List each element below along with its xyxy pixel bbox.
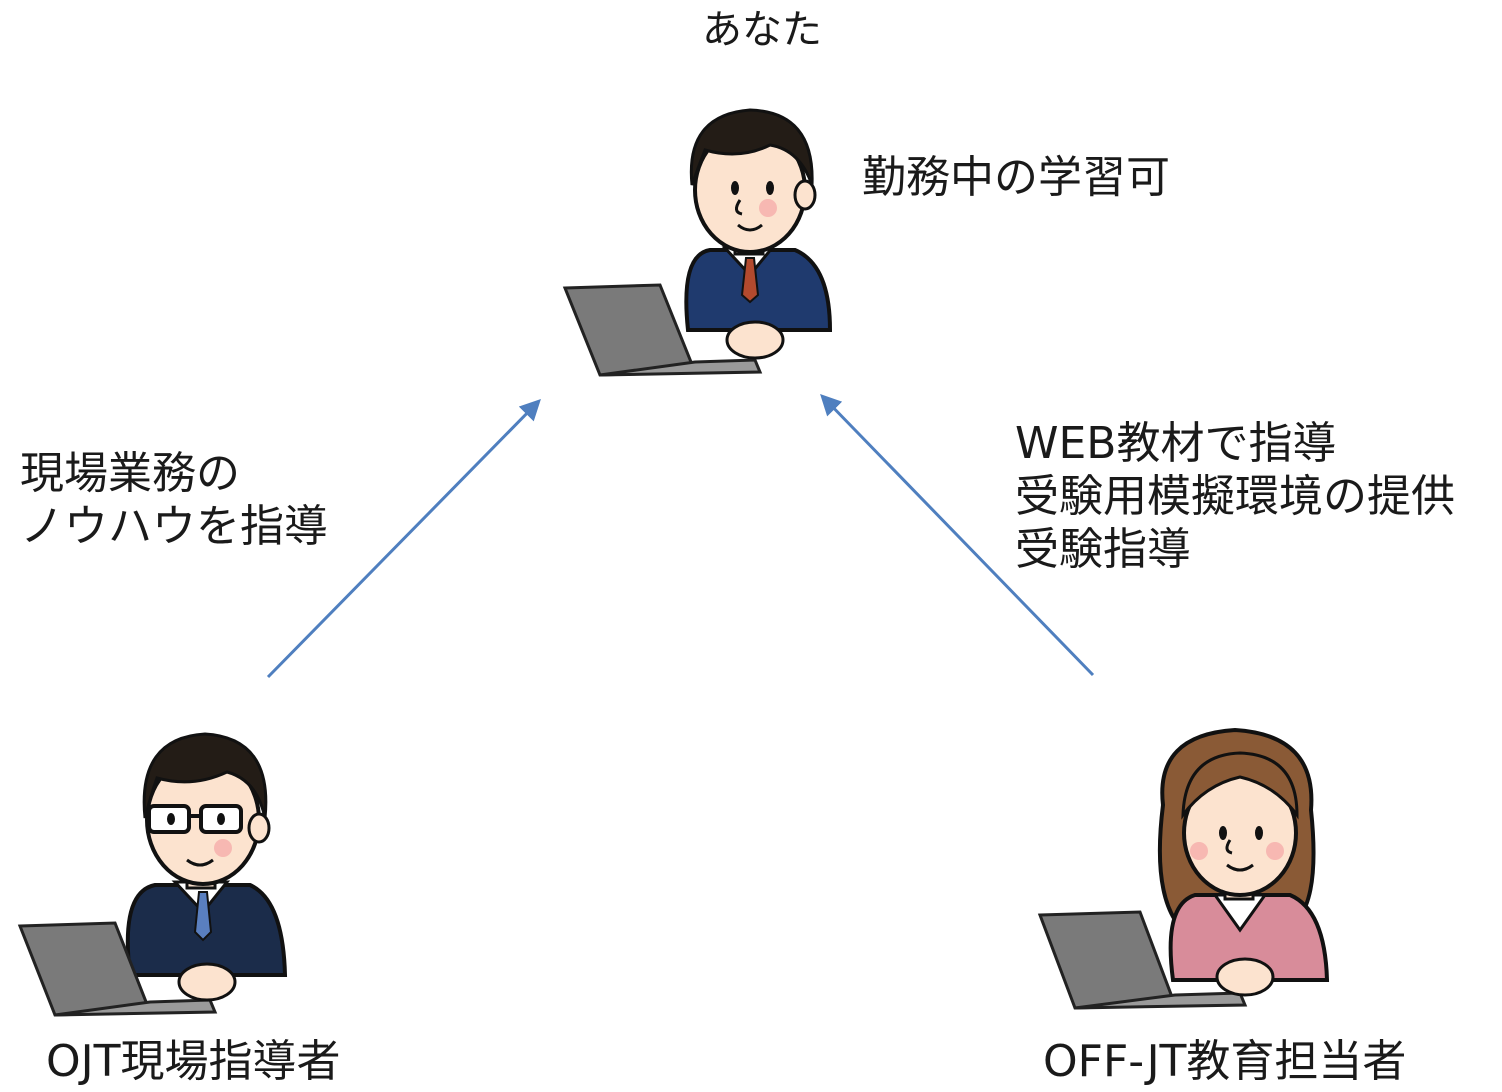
offjt-name-label: OFF-JT教育担当者 — [1043, 1036, 1407, 1087]
ojt-role-line-1: 現場業務の — [20, 448, 240, 499]
office-worker-laptop-icon — [562, 108, 833, 377]
ojt-name-label: OJT現場指導者 — [46, 1036, 341, 1087]
ojt-role-line-2: ノウハウを指導 — [20, 500, 328, 552]
female-worker-laptop-icon — [1037, 727, 1330, 1010]
arrow-offjt-to-you — [820, 393, 1095, 677]
you-note-label: 勤務中の学習可 — [862, 152, 1170, 203]
offjt-role-line-2: 受験用模擬環境の提供 — [1015, 470, 1455, 522]
offjt-role-line-1: WEB教材で指導 — [1015, 418, 1337, 469]
ojt-role-label: 現場業務の ノウハウを指導 — [20, 448, 328, 554]
office-worker-glasses-laptop-icon — [17, 732, 288, 1017]
offjt-role-line-3: 受験指導 — [1015, 523, 1191, 575]
arrow-ojt-to-you — [266, 399, 541, 679]
offjt-role-label: WEB教材で指導 受験用模擬環境の提供 受験指導 — [1015, 418, 1455, 576]
you-name-label: あなた — [702, 7, 822, 53]
